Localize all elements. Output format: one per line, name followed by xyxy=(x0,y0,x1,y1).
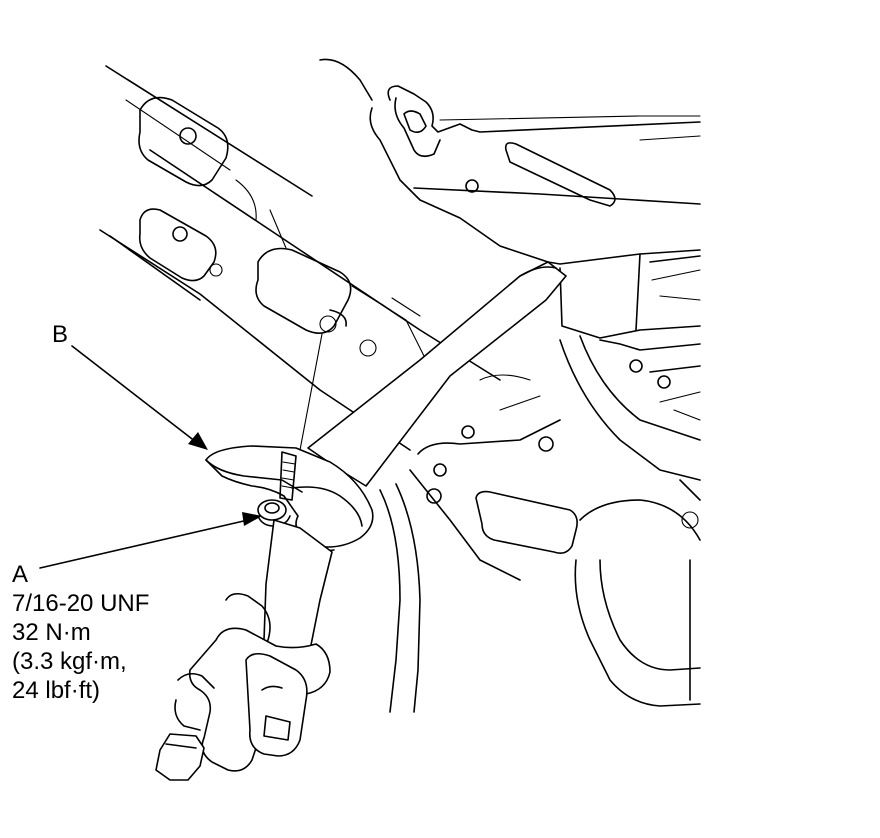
label-b: B xyxy=(52,321,68,348)
spec-torque-nm: 32 N·m xyxy=(12,619,91,646)
lower-webbing xyxy=(155,519,333,781)
leader-a xyxy=(39,512,262,569)
body-panel xyxy=(99,65,501,451)
lower-structure xyxy=(409,335,701,707)
callout-a: A 7/16-20 UNF 32 N·m (3.3 kgf·m, 24 lbf·… xyxy=(12,560,149,705)
upper-bracket xyxy=(319,58,701,421)
leader-b xyxy=(71,345,208,450)
seat-belt-webbing xyxy=(307,261,567,487)
spec-thread: 7/16-20 UNF xyxy=(12,590,150,617)
label-a: A xyxy=(12,561,29,588)
arrow-a-head xyxy=(242,512,262,526)
spec-torque-lbf: 24 lbf·ft) xyxy=(12,677,101,704)
spec-torque-kgf: (3.3 kgf·m, xyxy=(12,648,127,675)
pillar-trim xyxy=(379,483,421,713)
arrow-b-head xyxy=(188,432,208,450)
anchor-bolt xyxy=(257,333,323,527)
